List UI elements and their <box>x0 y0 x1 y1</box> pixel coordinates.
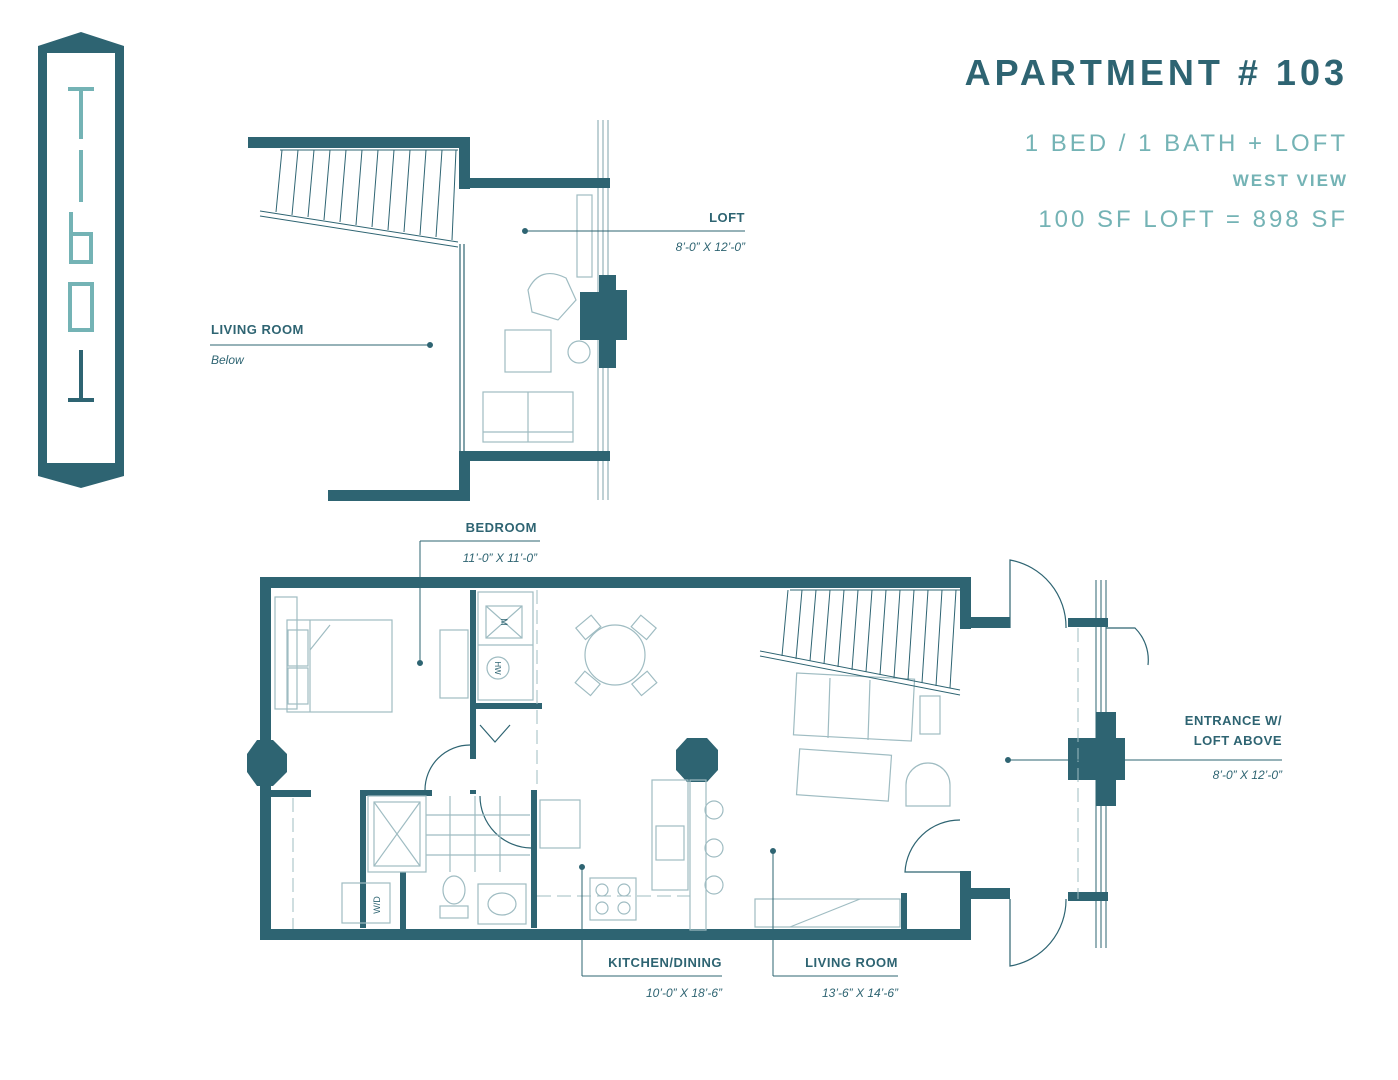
entrance-label-line1: ENTRANCE W/ <box>1184 713 1282 728</box>
entrance-column <box>1068 618 1125 901</box>
kitchen-label: KITCHEN/DINING <box>608 955 722 970</box>
octagon-columns <box>247 738 718 786</box>
mech-label: M <box>499 618 509 626</box>
dashed-lines <box>292 590 1079 929</box>
living-label: LIVING ROOM <box>805 955 898 970</box>
loft-furniture <box>482 194 593 443</box>
furniture <box>274 591 951 931</box>
main-leaders <box>417 540 1282 977</box>
living-below-note: Below <box>211 353 244 367</box>
loft-column <box>580 178 627 461</box>
wd-label: W/D <box>372 896 382 914</box>
bedroom-label: BEDROOM <box>465 520 537 535</box>
living-below-label: LIVING ROOM <box>211 322 304 337</box>
entrance-label-line2: LOFT ABOVE <box>1193 733 1282 748</box>
loft-walls <box>248 137 607 501</box>
apartment-title: APARTMENT # 103 <box>964 52 1348 93</box>
square-footage: 100 SF LOFT = 898 SF <box>1038 206 1348 233</box>
loft-railing <box>459 244 465 451</box>
loft-stairs <box>259 149 459 248</box>
unit-config: 1 BED / 1 BATH + LOFT <box>1024 130 1348 157</box>
living-dim: 13’-6” X 14’-6” <box>821 986 898 1000</box>
loft-label: LOFT <box>709 210 745 225</box>
view-orientation: WEST VIEW <box>1232 171 1348 190</box>
doors <box>424 559 1149 967</box>
loft-dim: 8’-0” X 12’-0” <box>675 240 745 254</box>
entrance-dim: 8’-0” X 12’-0” <box>1212 768 1282 782</box>
bedroom-dim: 11’-0” X 11’-0” <box>462 551 537 565</box>
loft-leaders <box>210 228 745 348</box>
hw-label: HW <box>493 661 502 675</box>
tipo-logo <box>38 32 124 488</box>
kitchen-dim: 10’-0” X 18’-6” <box>645 986 722 1000</box>
main-stairs <box>759 589 961 696</box>
